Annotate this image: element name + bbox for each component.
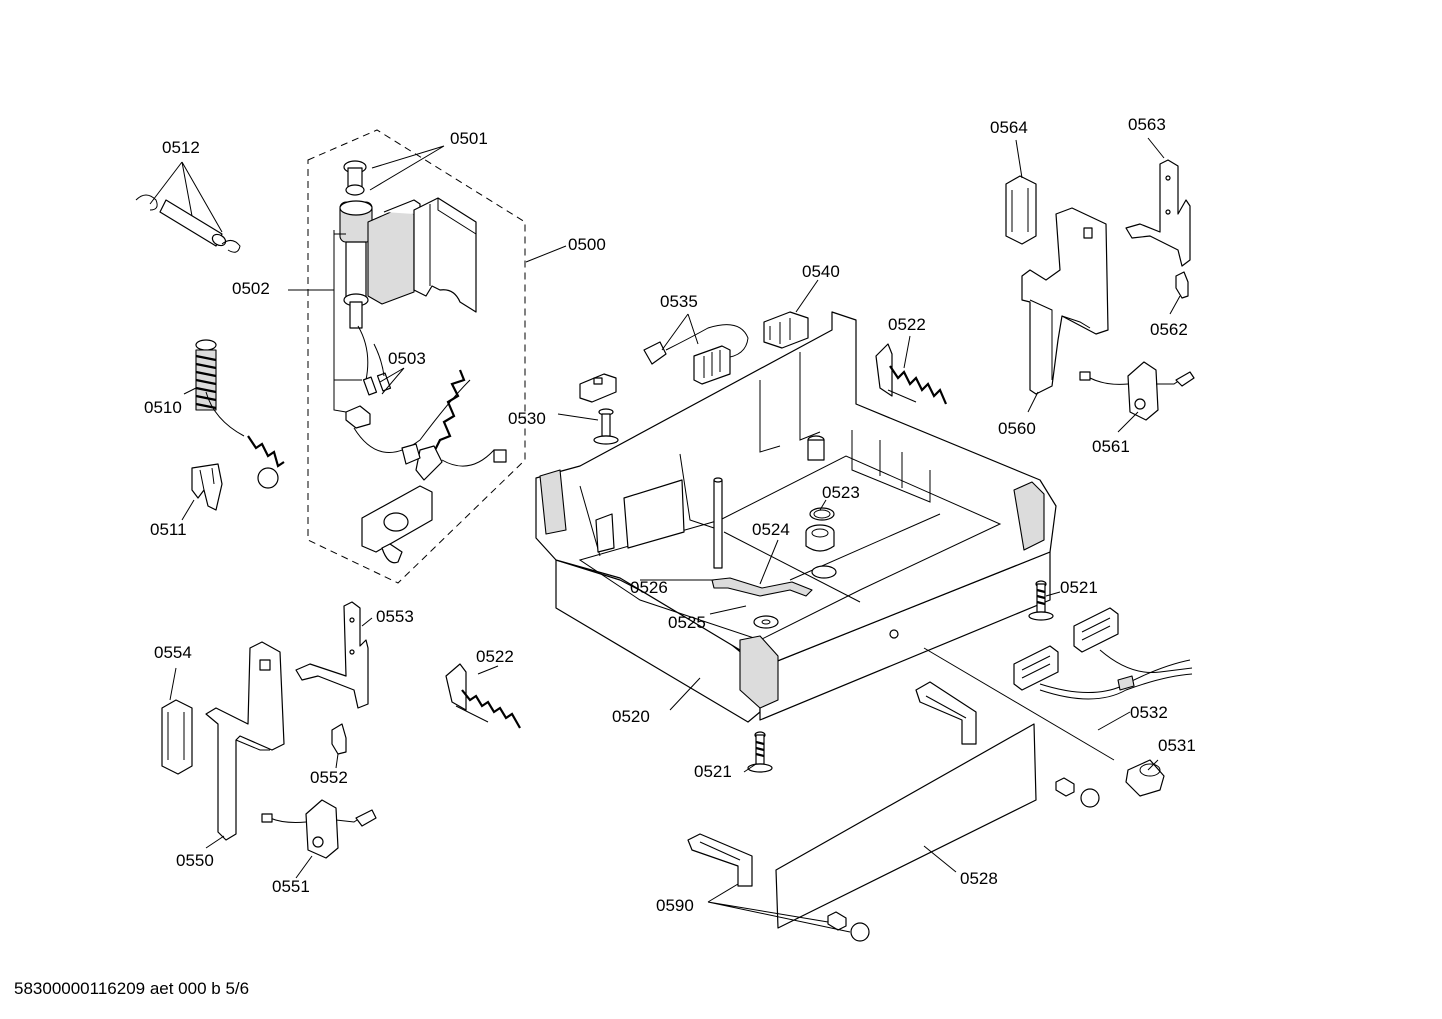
label-0522-lower: 0522 <box>476 647 514 666</box>
label-0501: 0501 <box>450 129 488 148</box>
part-0520-base-tub[interactable] <box>535 311 1057 723</box>
label-0564: 0564 <box>990 118 1028 137</box>
label-0530: 0530 <box>508 409 546 428</box>
assembly-0500-boundary <box>307 129 526 584</box>
label-0522-upper: 0522 <box>888 315 926 334</box>
label-0526: 0526 <box>630 578 668 597</box>
part-0590-bracket-and-screws[interactable] <box>687 777 1100 942</box>
part-0552-clip[interactable] <box>331 723 347 755</box>
label-0551: 0551 <box>272 877 310 896</box>
part-0562-clip[interactable] <box>1175 271 1189 299</box>
part-0530-screw-and-switch[interactable] <box>579 373 619 445</box>
part-0532-rod[interactable] <box>923 647 1115 761</box>
part-0522-spring-upper[interactable] <box>875 343 948 405</box>
label-0531: 0531 <box>1158 736 1196 755</box>
label-0532: 0532 <box>1130 703 1168 722</box>
part-0523-seal-ring[interactable] <box>809 507 835 521</box>
part-0525-disc[interactable] <box>753 615 779 629</box>
part-0522-spring-lower[interactable] <box>445 663 521 729</box>
part-0511-clip[interactable] <box>191 463 223 511</box>
label-0512: 0512 <box>162 138 200 157</box>
label-0540: 0540 <box>802 262 840 281</box>
label-0503: 0503 <box>388 349 426 368</box>
label-0553: 0553 <box>376 607 414 626</box>
part-assembly-bracket[interactable] <box>361 485 433 564</box>
label-0562: 0562 <box>1150 320 1188 339</box>
part-0553-bracket[interactable] <box>295 601 369 709</box>
part-0551-sensor[interactable] <box>261 799 377 859</box>
label-0500: 0500 <box>568 235 606 254</box>
label-0528: 0528 <box>960 869 998 888</box>
label-0510: 0510 <box>144 398 182 417</box>
part-0554-cover[interactable] <box>161 699 193 775</box>
part-0524-sump-cup[interactable] <box>805 524 835 552</box>
part-0503-cable[interactable] <box>357 325 392 396</box>
part-assembly-hose[interactable] <box>345 369 507 481</box>
part-0502-water-valve[interactable] <box>339 160 421 329</box>
leader-lines <box>149 137 1181 933</box>
part-0526-float-arm[interactable] <box>711 577 813 597</box>
part-0521-screw-upper[interactable] <box>1028 580 1054 621</box>
part-0512-hose[interactable] <box>135 194 241 253</box>
label-0524: 0524 <box>752 520 790 539</box>
label-0521-lower: 0521 <box>694 762 732 781</box>
part-0560-bracket[interactable] <box>1021 207 1109 395</box>
label-0511: 0511 <box>150 520 187 539</box>
part-connectors-cable[interactable] <box>1013 607 1193 700</box>
label-0521-upper: 0521 <box>1060 578 1098 597</box>
label-0560: 0560 <box>998 419 1036 438</box>
label-0502: 0502 <box>232 279 270 298</box>
part-0535-cable-harness[interactable] <box>643 324 749 385</box>
part-0531-knob-sleeve[interactable] <box>1125 759 1165 797</box>
label-0561: 0561 <box>1092 437 1130 456</box>
document-reference-footer: 58300000116209 aet 000 b 5/6 <box>14 979 250 998</box>
label-0590: 0590 <box>656 896 694 915</box>
label-0563: 0563 <box>1128 115 1166 134</box>
part-0563-bracket[interactable] <box>1125 159 1191 267</box>
part-0550-bracket[interactable] <box>205 641 285 841</box>
label-0550: 0550 <box>176 851 214 870</box>
label-0552: 0552 <box>310 768 348 787</box>
part-0521-screw-lower[interactable] <box>747 731 773 773</box>
label-0525: 0525 <box>668 613 706 632</box>
part-0540-connector[interactable] <box>763 311 809 349</box>
part-0510-spring-hose[interactable] <box>195 339 285 489</box>
part-0500-housing-cover[interactable] <box>413 197 477 313</box>
part-0564-cover[interactable] <box>1005 175 1037 245</box>
label-0535: 0535 <box>660 292 698 311</box>
part-0528-kick-panel[interactable] <box>775 681 1037 929</box>
part-0561-sensor[interactable] <box>1079 361 1195 421</box>
label-0520: 0520 <box>612 707 650 726</box>
label-0523: 0523 <box>822 483 860 502</box>
label-0554: 0554 <box>154 643 192 662</box>
